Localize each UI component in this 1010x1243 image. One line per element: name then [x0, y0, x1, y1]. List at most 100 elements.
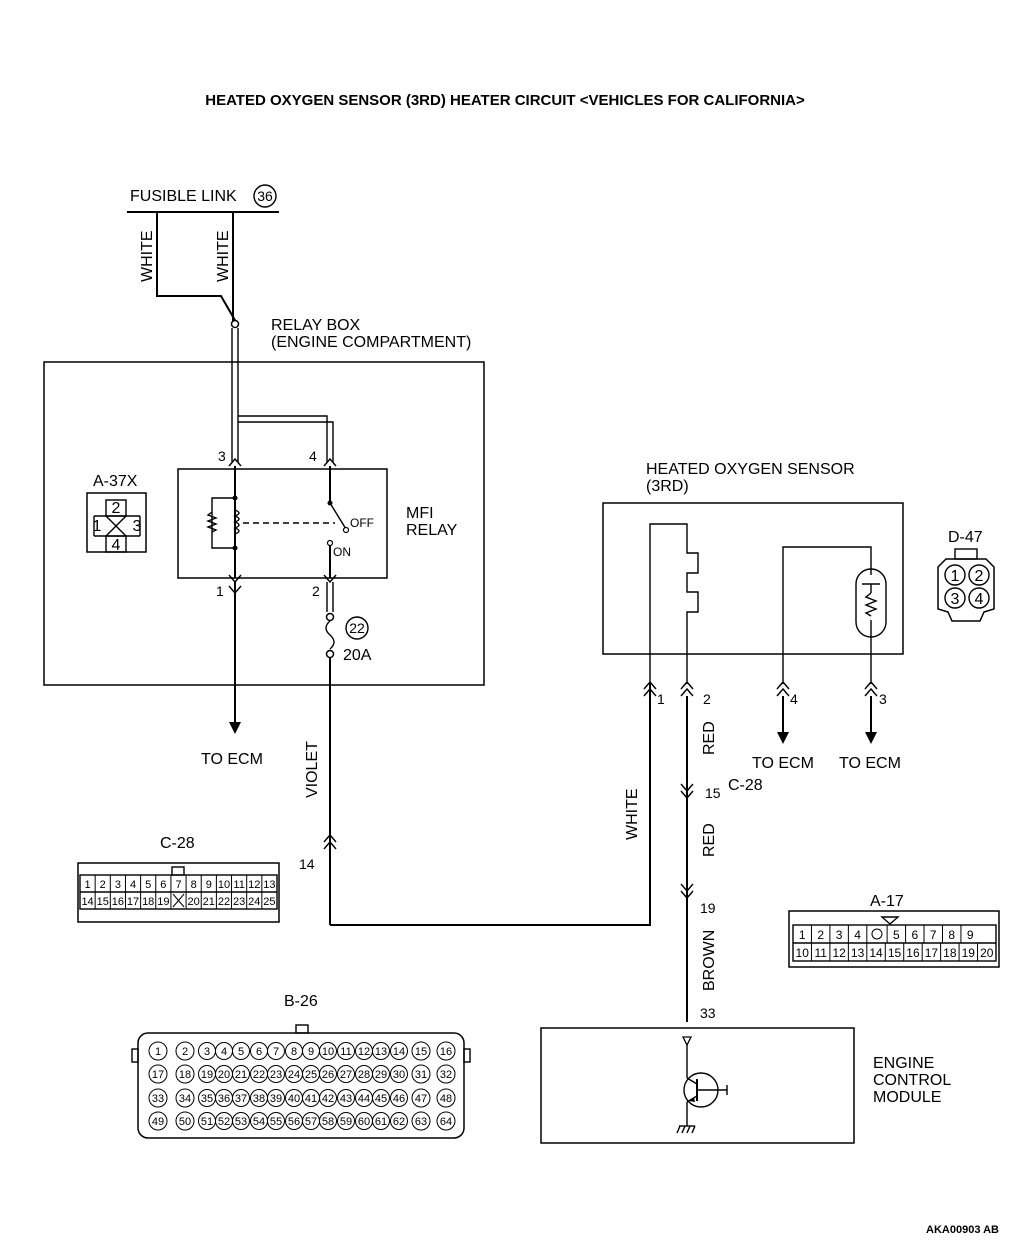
b26-pin: 58 [322, 1116, 334, 1128]
b26-pin: 62 [393, 1116, 405, 1128]
a17-pin-cell: 13 [851, 946, 865, 960]
b26-pin: 55 [270, 1116, 282, 1128]
fusible-link-number: 36 [257, 188, 273, 204]
c28-pin-15: 15 [705, 785, 721, 801]
b26-pin: 59 [340, 1116, 352, 1128]
a17-pin-cell: 15 [888, 946, 902, 960]
a17-pin-cell: 6 [911, 928, 918, 942]
d47-pin-4: 4 [975, 591, 984, 608]
b26-pin: 46 [393, 1093, 405, 1105]
b26-pin: 57 [305, 1116, 317, 1128]
b26-pin: 48 [440, 1093, 452, 1105]
b26-pin: 53 [235, 1116, 247, 1128]
sensor-pin-3: 3 [879, 691, 887, 707]
b26-pin: 9 [308, 1046, 314, 1058]
b26-pin: 2 [182, 1046, 188, 1058]
wire-label-white-sensor: WHITE [624, 788, 641, 840]
wire-label-red-lower: RED [701, 823, 718, 857]
b26-pin: 39 [270, 1093, 282, 1105]
ecm-label-3: MODULE [873, 1089, 941, 1106]
a17-pin-cell: 20 [980, 946, 994, 960]
a17-pin-cell: 11 [814, 946, 827, 960]
b26-pin: 1 [155, 1046, 161, 1058]
c28-pin-cell: 5 [145, 879, 151, 891]
a37x-pin-2: 2 [112, 500, 121, 517]
b26-pin: 12 [358, 1046, 370, 1058]
a17-pin-cell: 19 [962, 946, 976, 960]
b26-pin: 61 [375, 1116, 387, 1128]
fuse-rating: 20A [343, 647, 372, 664]
ecm-label-1: ENGINE [873, 1055, 934, 1072]
a37x-label: A-37X [93, 473, 138, 490]
a17-pin-cell: 12 [832, 946, 846, 960]
b26-pin: 13 [375, 1046, 387, 1058]
fuse-number: 22 [349, 620, 365, 636]
a17-pin-cell: 5 [893, 928, 900, 942]
diagram-title: HEATED OXYGEN SENSOR (3RD) HEATER CIRCUI… [205, 92, 805, 109]
a17-pin-cell: 9 [967, 928, 974, 942]
relay-pin-3: 3 [218, 448, 226, 464]
b26-pin: 18 [179, 1069, 191, 1081]
b26-pin: 52 [218, 1116, 230, 1128]
b26-pin: 45 [375, 1093, 387, 1105]
a17-pin-cell: 10 [796, 946, 810, 960]
b26-pin: 22 [253, 1069, 265, 1081]
a17-pin-cell: 18 [943, 946, 957, 960]
d47-pin-2: 2 [975, 568, 984, 585]
b26-pin: 25 [305, 1069, 317, 1081]
a17-label: A-17 [870, 893, 904, 910]
b26-pin: 8 [291, 1046, 297, 1058]
d47-pin-1: 1 [951, 568, 960, 585]
b26-pin: 47 [415, 1093, 427, 1105]
c28-label: C-28 [160, 835, 195, 852]
fusible-link-label: FUSIBLE LINK [130, 188, 237, 205]
c28-pin-cell: 24 [248, 896, 260, 908]
c28-pin-cell: 1 [85, 879, 91, 891]
b26-pin: 5 [238, 1046, 244, 1058]
a17-pin-cell: 4 [854, 928, 861, 942]
wire-label-white-left: WHITE [139, 230, 156, 282]
c28-pin-cell: 7 [175, 879, 181, 891]
sensor-to-ecm-1: TO ECM [752, 755, 814, 772]
b26-pin: 7 [273, 1046, 279, 1058]
b26-pin: 28 [358, 1069, 370, 1081]
a37x-pin-1: 1 [93, 518, 102, 535]
c28-pin-cell: 21 [203, 896, 215, 908]
b26-pin: 34 [179, 1093, 191, 1105]
a17-pin-cell: 2 [817, 928, 824, 942]
c28-pin-cell: 20 [188, 896, 200, 908]
sensor-subtitle: (3RD) [646, 478, 689, 495]
connector-d47: D-47 1 2 3 4 [937, 529, 995, 622]
c28-pin-19: 19 [700, 900, 716, 916]
d47-label: D-47 [948, 529, 983, 546]
relay-pin-4: 4 [309, 448, 317, 464]
mfi-relay-label: MFI [406, 505, 434, 522]
a17-pin-cell: 1 [799, 928, 806, 942]
c28-pin-cell: 25 [263, 896, 275, 908]
b26-pin: 63 [415, 1116, 427, 1128]
relay-on-label: ON [333, 545, 351, 559]
b26-pin: 17 [152, 1069, 164, 1081]
violet-wire: VIOLET 14 [299, 658, 651, 926]
b26-pin: 26 [322, 1069, 334, 1081]
b26-pin: 3 [204, 1046, 210, 1058]
relay-off-label: OFF [350, 516, 374, 530]
relay-box-subtitle: (ENGINE COMPARTMENT) [271, 334, 471, 351]
b26-pin: 33 [152, 1093, 164, 1105]
heated-oxygen-sensor: HEATED OXYGEN SENSOR (3RD) 1 2 4 3 TO EC… [602, 461, 904, 772]
reference-code: AKA00903 AB [926, 1224, 999, 1236]
b26-pin: 35 [201, 1093, 213, 1105]
ecm-label-2: CONTROL [873, 1072, 951, 1089]
b26-pin: 4 [221, 1046, 227, 1058]
b26-pin: 6 [256, 1046, 262, 1058]
mfi-relay-label-2: RELAY [406, 522, 458, 539]
b26-pin: 41 [305, 1093, 317, 1105]
c28-pin-cell: 3 [115, 879, 121, 891]
b26-pin: 54 [253, 1116, 265, 1128]
b26-pin: 38 [253, 1093, 265, 1105]
